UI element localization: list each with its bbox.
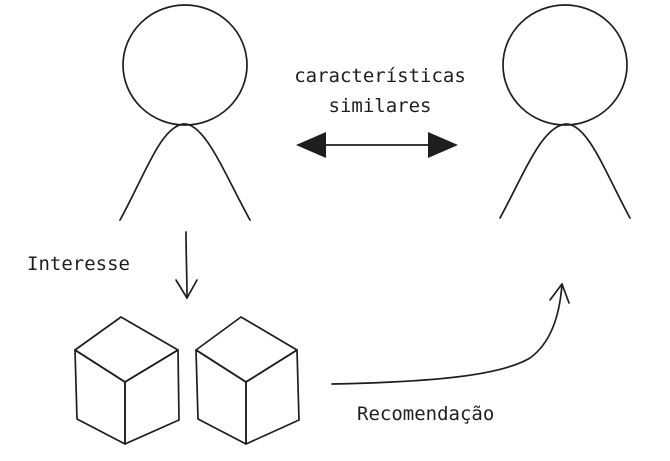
similar-label-line1: características <box>294 65 466 87</box>
recommendation-arrow <box>331 283 570 385</box>
item-cube-orange <box>195 316 300 445</box>
cube-red-top <box>74 316 179 383</box>
interest-arrow <box>175 231 198 299</box>
cube-red-right-face <box>124 349 180 445</box>
person-left-head <box>122 4 248 126</box>
person-right <box>499 4 631 219</box>
interest-arrow-shaft <box>185 231 188 299</box>
similar-label-line2: similares <box>329 95 432 117</box>
recommendation-label: Recomendação <box>357 403 494 425</box>
interest-arrow-head <box>175 279 198 299</box>
cube-orange-right-face <box>245 349 300 445</box>
cube-red-left <box>74 349 126 445</box>
recommendation-arrow-head <box>549 283 570 304</box>
cube-orange-top <box>195 316 298 383</box>
person-left-body <box>119 123 251 221</box>
person-right-head <box>502 4 628 126</box>
similarity-double-arrow <box>296 132 458 158</box>
interest-label: Interesse <box>27 253 130 275</box>
similarity-arrow-head-right <box>428 132 458 158</box>
item-cube-red <box>74 316 180 445</box>
person-right-body <box>499 123 631 219</box>
cube-orange-left <box>195 349 247 445</box>
similarity-arrow-head-left <box>296 132 326 158</box>
recommendation-arrow-shaft <box>331 283 563 385</box>
person-left <box>119 4 251 221</box>
